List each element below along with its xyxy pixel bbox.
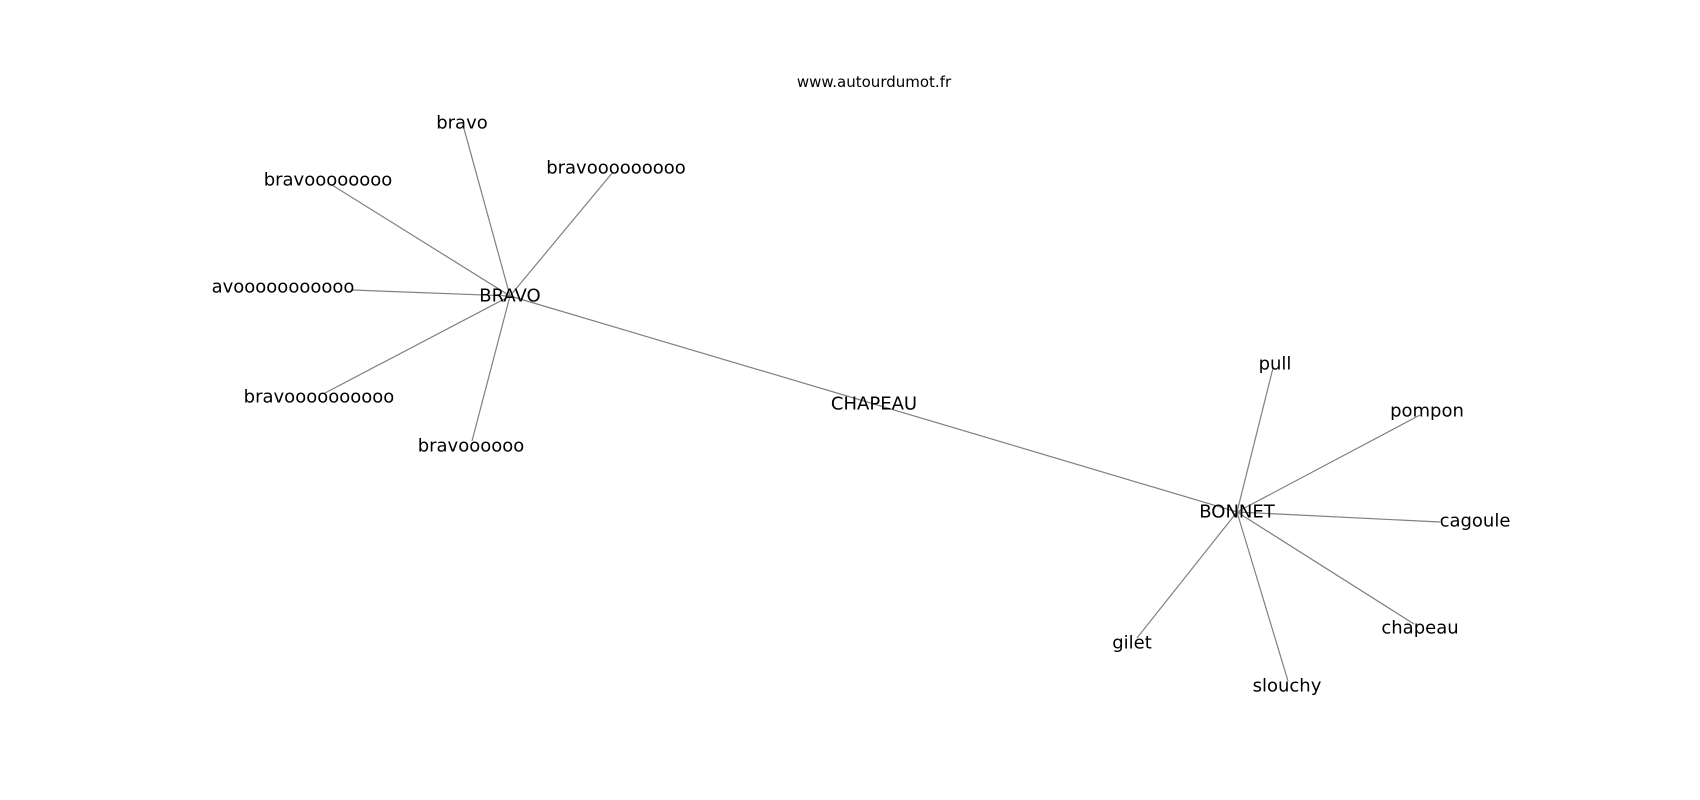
node-cagoule[interactable]: cagoule (1440, 511, 1511, 532)
edge-bonnet_hub-slouchy (1236, 511, 1289, 682)
node-bravo[interactable]: bravo (436, 113, 488, 134)
node-pompon[interactable]: pompon (1390, 401, 1464, 422)
edge-bonnet_hub-gilet (1136, 511, 1238, 639)
node-chapeau[interactable]: chapeau (1381, 618, 1458, 639)
edge-bonnet_hub-chapeau (1236, 511, 1415, 625)
node-bravoooooooo[interactable]: bravoooooooo (264, 170, 393, 191)
watermark-url: www.autourdumot.fr (797, 73, 952, 91)
node-bravooooooooo[interactable]: bravooooooooo (546, 158, 686, 179)
node-chapeau_hub[interactable]: CHAPEAU (831, 394, 917, 415)
node-bonnet_hub[interactable]: BONNET (1199, 502, 1276, 523)
node-bravo_hub[interactable]: BRAVO (479, 286, 540, 307)
edge-chapeau_hub-bonnet_hub (873, 403, 1238, 513)
edge-bravo_hub-bravoooooo (471, 295, 511, 442)
node-bravoooooo[interactable]: bravoooooo (418, 436, 525, 457)
edge-bonnet_hub-pompon (1236, 414, 1421, 513)
node-pull[interactable]: pull (1259, 354, 1292, 375)
node-avooooooooooo[interactable]: avooooooooooo (212, 277, 355, 298)
node-slouchy[interactable]: slouchy (1253, 676, 1322, 697)
node-bravoooooooooo[interactable]: bravoooooooooo (244, 387, 395, 408)
edge-bonnet_hub-pull (1236, 367, 1274, 513)
edge-bravo_hub-avooooooooooo (351, 289, 511, 297)
nodes-layer: CHAPEAU BRAVO BONNET bravo bravooooooooo brav… (212, 113, 1511, 697)
edges-layer (324, 124, 1441, 682)
node-gilet[interactable]: gilet (1112, 633, 1152, 654)
edge-bravo_hub-bravoooooooooo (324, 295, 511, 394)
edge-bravo_hub-bravo (462, 124, 511, 297)
edge-bravo_hub-chapeau_hub (509, 295, 875, 405)
edge-bonnet_hub-cagoule (1236, 511, 1441, 523)
edge-bravo_hub-bravoooooooo (331, 184, 511, 297)
edge-bravo_hub-bravooooooooo (509, 171, 614, 297)
